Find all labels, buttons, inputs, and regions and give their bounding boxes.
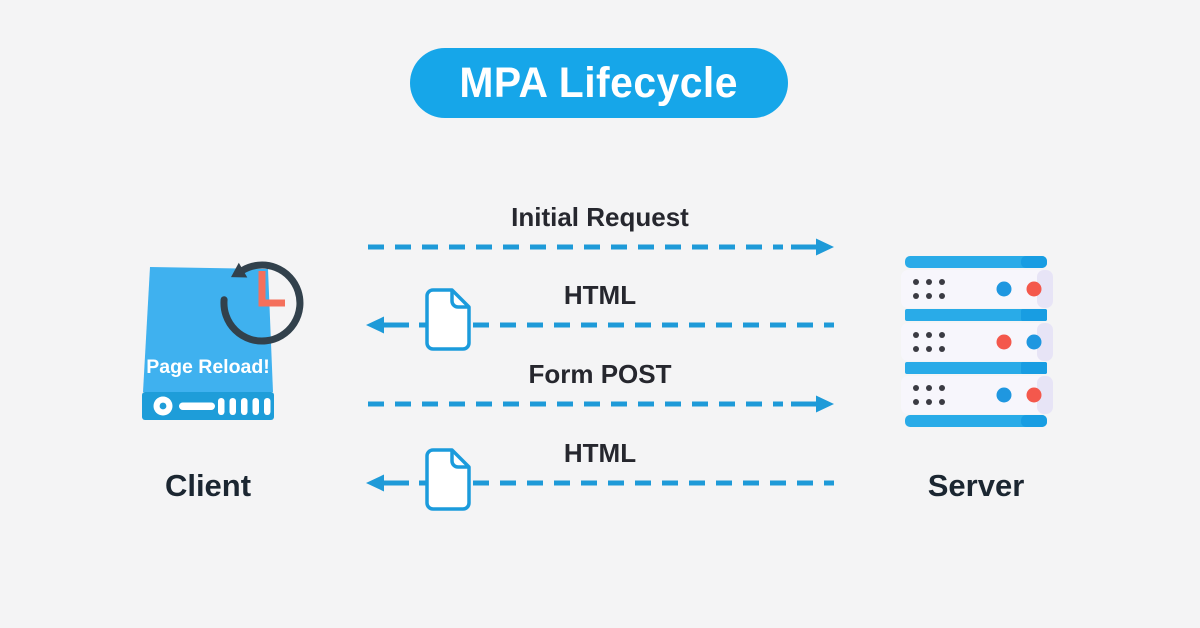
server-unit bbox=[901, 323, 1053, 361]
status-led-red bbox=[1026, 387, 1042, 403]
status-led-blue bbox=[996, 281, 1012, 297]
server-unit bbox=[901, 376, 1053, 414]
server-label: Server bbox=[927, 468, 1025, 503]
dashed-arrow-left bbox=[366, 474, 834, 492]
document-icon bbox=[425, 288, 471, 351]
status-led-blue bbox=[996, 387, 1012, 403]
page-title: MPA Lifecycle bbox=[459, 58, 739, 107]
flow-label-form-post: Form POST bbox=[528, 359, 672, 389]
dashed-arrow-right bbox=[368, 395, 834, 413]
drive-slot bbox=[179, 402, 215, 410]
server-unit bbox=[901, 270, 1053, 308]
status-led-blue bbox=[1026, 334, 1042, 350]
title-pill: MPA Lifecycle bbox=[410, 48, 788, 118]
flow-label-html-1: HTML bbox=[563, 280, 637, 310]
dashed-arrow-left bbox=[366, 316, 834, 334]
document-icon bbox=[425, 448, 471, 511]
client-body bbox=[143, 267, 273, 392]
client-label: Client bbox=[164, 468, 252, 503]
status-led-red bbox=[1026, 281, 1042, 297]
flow-label-html-2: HTML bbox=[563, 438, 637, 468]
reload-clock-icon bbox=[220, 261, 304, 345]
client-computer-icon: Page Reload! bbox=[142, 261, 304, 420]
vent-bars bbox=[218, 398, 271, 415]
status-led-red bbox=[996, 334, 1012, 350]
flow-label-initial-request: Initial Request bbox=[511, 202, 689, 232]
page-reload-caption: Page Reload! bbox=[146, 356, 270, 378]
dashed-arrow-right bbox=[368, 238, 834, 256]
server-rack-icon bbox=[901, 256, 1053, 427]
